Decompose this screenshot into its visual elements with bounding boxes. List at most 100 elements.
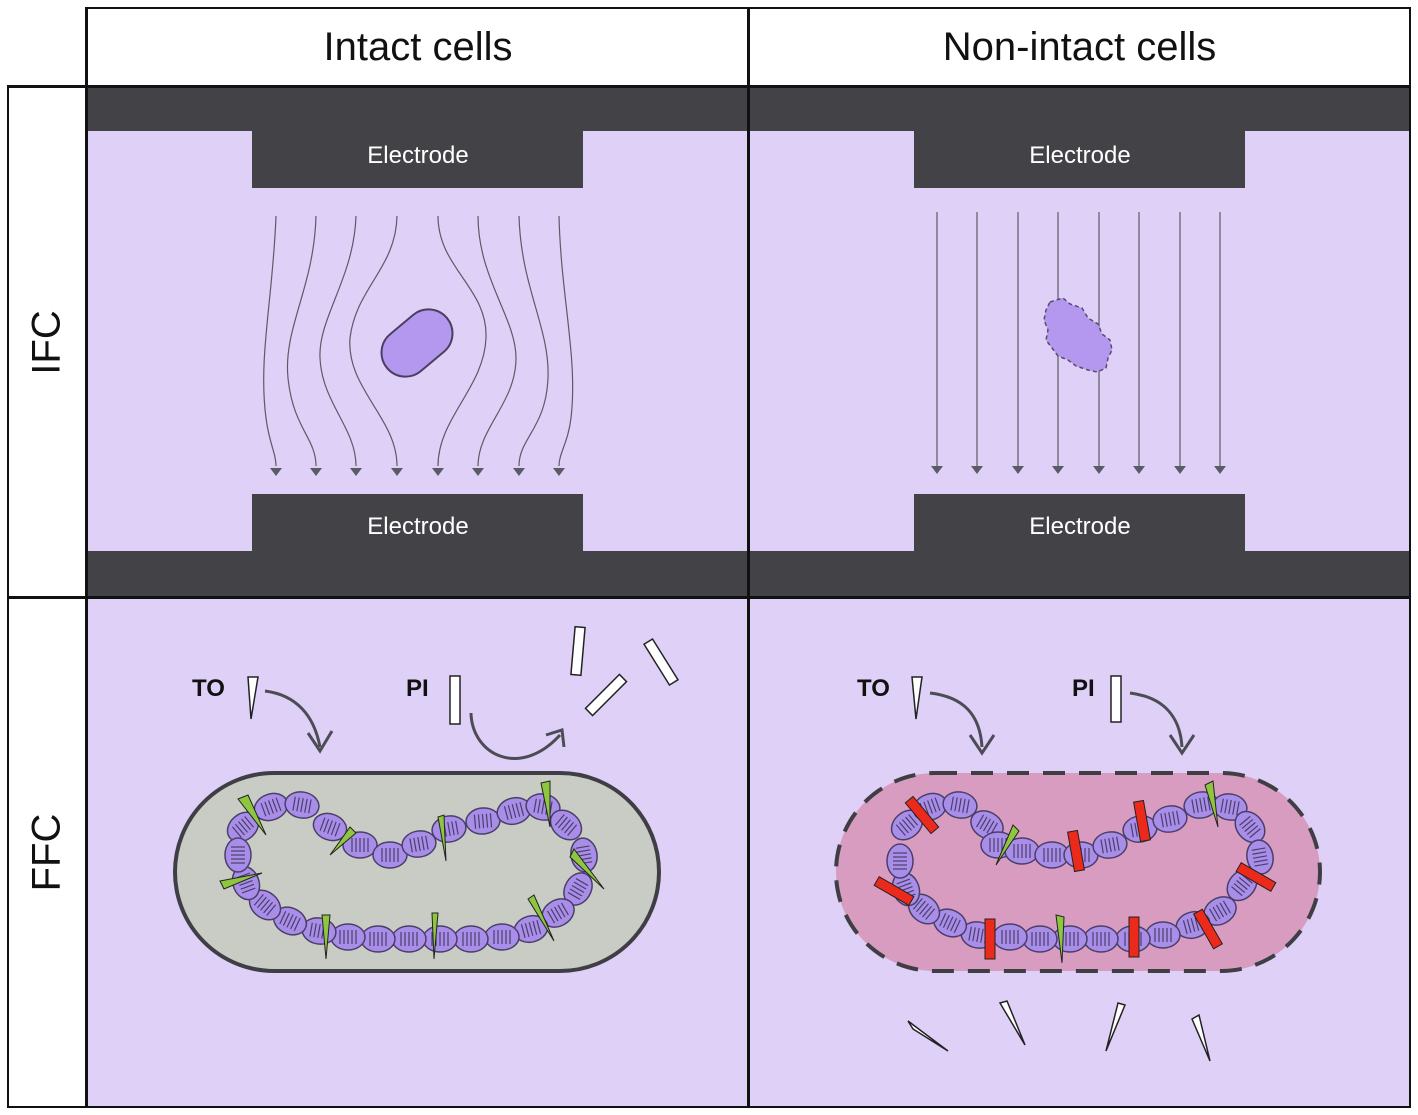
to-entry-arrow bbox=[264, 689, 322, 748]
pi-dye-molecule bbox=[449, 675, 461, 725]
bottom-electrode-label: Electrode bbox=[367, 513, 468, 540]
dna-nucleotide bbox=[1234, 810, 1266, 844]
panel-ffc-intact: TO PI bbox=[88, 599, 748, 1106]
curved-field-lines bbox=[263, 215, 574, 467]
ifc-non-intact-diagram: Electrode Electrode bbox=[750, 88, 1409, 596]
dna-nucleotide bbox=[401, 830, 437, 858]
to-stain bbox=[431, 912, 439, 960]
dna-nucleotide bbox=[484, 923, 520, 951]
arrowhead bbox=[1214, 466, 1226, 474]
column-header-intact-label: Intact cells bbox=[323, 24, 513, 69]
field-line bbox=[477, 215, 517, 467]
column-header-non-intact-label: Non-intact cells bbox=[942, 24, 1217, 69]
dna-nucleotide bbox=[1092, 831, 1128, 859]
pi-entry-arrowhead bbox=[1168, 734, 1196, 756]
leaked-to-molecule bbox=[1105, 1002, 1127, 1052]
field-line bbox=[286, 215, 317, 467]
top-electrode bbox=[252, 88, 583, 188]
dna-nucleotide bbox=[330, 923, 366, 951]
field-line bbox=[558, 215, 574, 467]
damaged-cell bbox=[1043, 297, 1113, 373]
top-electrode-label: Electrode bbox=[367, 142, 468, 169]
dna-nucleotide bbox=[549, 809, 583, 841]
bottom-electrode-label: Electrode bbox=[1029, 513, 1130, 540]
pi-excluded-molecule bbox=[570, 625, 586, 677]
dna-nucleotide bbox=[453, 925, 489, 953]
field-line bbox=[437, 215, 487, 467]
dna-nucleotide bbox=[360, 925, 396, 953]
arrowhead bbox=[1174, 466, 1186, 474]
arrowhead bbox=[432, 468, 444, 476]
top-electrode-label: Electrode bbox=[1029, 142, 1130, 169]
intact-cell bbox=[380, 308, 454, 378]
arrowhead bbox=[1012, 466, 1024, 474]
row-label-ffc: FFC bbox=[9, 599, 85, 1106]
to-stain bbox=[237, 794, 267, 836]
to-dye-molecule bbox=[911, 676, 923, 720]
arrowhead bbox=[1093, 466, 1105, 474]
field-line bbox=[349, 215, 398, 467]
to-stain bbox=[527, 894, 555, 942]
grid-left bbox=[7, 85, 9, 1108]
to-entry-arrowhead bbox=[306, 730, 334, 754]
panel-ifc-non-intact: Electrode Electrode bbox=[750, 88, 1409, 596]
row-label-ifc: IFC bbox=[9, 88, 85, 596]
pi-entry-arrow bbox=[1129, 691, 1184, 748]
ffc-intact-diagram: TO PI bbox=[173, 625, 679, 973]
leaked-to-molecule bbox=[1191, 1013, 1211, 1062]
pi-label: PI bbox=[1072, 675, 1095, 702]
pi-stain bbox=[984, 918, 996, 960]
pi-excluded-molecule bbox=[584, 673, 628, 717]
pi-stain bbox=[873, 875, 915, 907]
to-stains bbox=[219, 780, 605, 960]
field-line bbox=[263, 215, 277, 467]
column-header-intact: Intact cells bbox=[88, 9, 748, 85]
dna-nucleotide bbox=[1152, 805, 1188, 833]
pi-stain bbox=[1192, 908, 1224, 950]
to-entry-arrowhead bbox=[968, 734, 996, 756]
dna-nucleotide bbox=[1022, 925, 1058, 953]
dna-strand-damaged bbox=[886, 791, 1274, 953]
pi-dye-molecule bbox=[1110, 675, 1122, 723]
to-entry-arrow bbox=[929, 691, 984, 748]
pi-stain bbox=[1128, 916, 1140, 958]
pi-excluded-arrowhead bbox=[545, 728, 566, 748]
arrowhead bbox=[971, 466, 983, 474]
panel-ifc-intact: Electrode Electrode bbox=[88, 88, 748, 596]
arrowhead bbox=[350, 468, 362, 476]
to-stain bbox=[540, 780, 551, 828]
grid-label-divider bbox=[85, 7, 88, 1108]
grid-header-bottom bbox=[7, 85, 1411, 88]
leaked-to-molecules bbox=[907, 1000, 1211, 1062]
ifc-intact-diagram: Electrode Electrode bbox=[88, 88, 748, 596]
bottom-electrode bbox=[252, 494, 583, 596]
field-line bbox=[319, 215, 357, 467]
to-stain bbox=[995, 824, 1020, 866]
arrowhead bbox=[931, 466, 943, 474]
to-stain bbox=[1204, 780, 1219, 828]
arrowhead bbox=[1052, 466, 1064, 474]
grid-column-divider bbox=[747, 7, 750, 1108]
field-arrowheads bbox=[931, 466, 1226, 474]
ffc-non-intact-diagram: TO PI bbox=[834, 675, 1322, 1062]
grid-right bbox=[1409, 7, 1411, 1108]
row-label-ffc-text: FFC bbox=[24, 813, 69, 892]
grid-bottom bbox=[7, 1106, 1411, 1108]
to-stain bbox=[219, 872, 263, 890]
to-stain bbox=[437, 814, 447, 862]
arrowhead bbox=[1133, 466, 1145, 474]
to-stain bbox=[329, 826, 357, 856]
pi-stain bbox=[1133, 799, 1151, 843]
dna-nucleotide bbox=[372, 841, 408, 869]
bottom-electrode bbox=[914, 494, 1245, 596]
field-arrowheads bbox=[270, 468, 565, 476]
to-label: TO bbox=[192, 675, 225, 702]
panel-ffc-non-intact: TO PI bbox=[750, 599, 1409, 1106]
dna-nucleotide bbox=[422, 925, 458, 953]
dna-nucleotide bbox=[224, 837, 252, 873]
pi-stain bbox=[904, 795, 940, 835]
arrowhead bbox=[270, 468, 282, 476]
to-stain bbox=[1055, 914, 1065, 964]
arrowhead bbox=[553, 468, 565, 476]
to-stain bbox=[321, 914, 331, 960]
